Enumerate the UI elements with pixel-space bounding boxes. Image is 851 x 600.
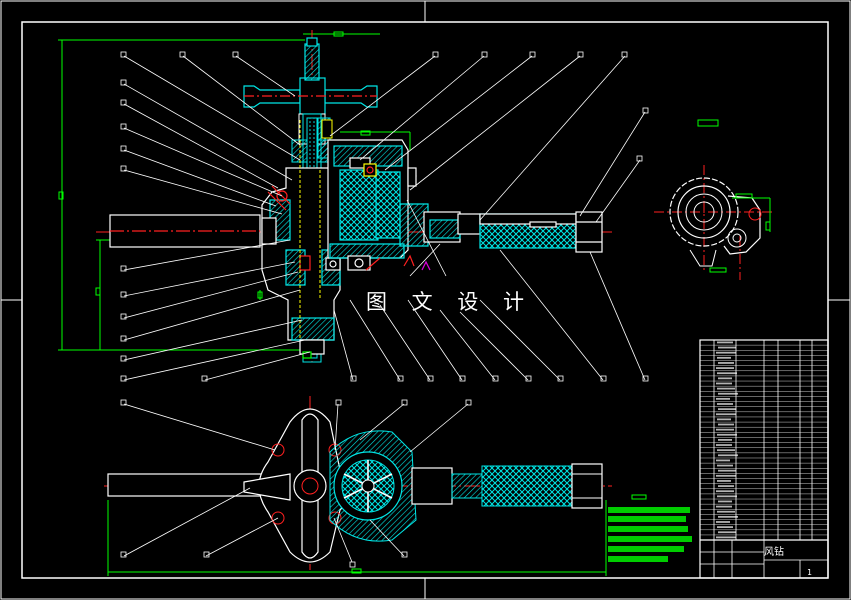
balloon-marks-plan — [120, 399, 472, 568]
parts-list-row-text — [717, 510, 735, 513]
parts-list-row-text — [718, 500, 732, 503]
parts-list-row-text — [716, 521, 730, 523]
air-inlet — [399, 167, 603, 271]
parts-list-row-text — [718, 485, 734, 487]
parts-list-row-text — [717, 387, 735, 390]
side-view-circle — [654, 119, 772, 280]
parts-list-row-text — [716, 459, 730, 462]
section-view-main — [58, 30, 612, 363]
parts-list-row-text — [718, 423, 734, 426]
parts-list-row-text — [717, 418, 731, 421]
technical-notes — [608, 494, 692, 562]
parts-list-row-text — [718, 346, 736, 349]
parts-list-row-text — [717, 403, 733, 405]
parts-list-row-text — [716, 444, 732, 446]
leader-lines-plan — [123, 403, 469, 563]
parts-list-row-text — [717, 356, 731, 359]
parts-list-row-text — [718, 469, 736, 472]
parts-list-row-text — [716, 536, 736, 539]
parts-list-row-text — [718, 454, 738, 457]
hidden-lines — [299, 120, 321, 340]
title-block-name: 风钻 — [764, 547, 784, 558]
side-handle — [109, 214, 261, 248]
parts-list-row-text — [716, 382, 732, 385]
parts-list-row-text — [717, 341, 733, 344]
parts-list-row-text — [717, 464, 733, 467]
watermark-text: 图 文 设 计 — [366, 290, 534, 314]
parts-list-row-text — [716, 474, 736, 477]
parts-list-row-text — [716, 505, 732, 508]
parts-list-row-text — [717, 526, 733, 529]
plan-view — [104, 396, 612, 576]
parts-list-row-text — [717, 372, 737, 375]
parts-list-row-text — [718, 515, 738, 518]
parts-list-row-text — [717, 449, 735, 452]
parts-list-row-text — [716, 413, 736, 416]
parts-list-row-text — [718, 408, 736, 411]
parts-list-row-text — [717, 495, 737, 498]
parts-list-row-text — [718, 377, 732, 380]
parts-list-rows — [700, 341, 828, 541]
parts-list-row-text — [718, 392, 738, 395]
parts-list-row-text — [716, 397, 730, 400]
parts-list-row-text — [717, 433, 737, 436]
gear-box — [327, 139, 409, 271]
parts-list-row-text — [718, 531, 736, 534]
parts-list-row-text — [718, 439, 732, 441]
parts-list-row-text — [716, 351, 736, 354]
parts-list-row-text — [716, 490, 734, 493]
balloon-marks-main — [120, 51, 649, 382]
parts-list-row-text — [716, 367, 734, 369]
parts-list-row-text — [718, 362, 734, 364]
parts-list-row-text — [716, 428, 734, 431]
title-block-sheet: 1 — [807, 568, 812, 577]
t-handle — [243, 37, 378, 115]
parts-list-row-text — [717, 480, 731, 482]
leader-lines-main — [123, 55, 646, 381]
